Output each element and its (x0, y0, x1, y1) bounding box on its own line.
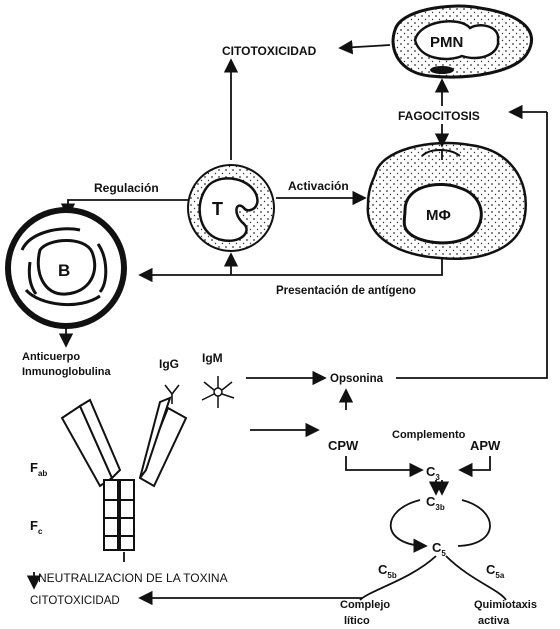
fab-label: Fab (30, 460, 47, 478)
pmn-granule-cluster (430, 66, 454, 74)
pmn-cell: PMN (393, 6, 531, 77)
regulacion-label: Regulación (94, 181, 159, 195)
igm-icon (202, 376, 234, 408)
t-cell-label: T (212, 199, 223, 219)
macrophage-label: MΦ (426, 207, 451, 224)
cpw-to-c3-arrow (346, 456, 422, 470)
c3b-to-c5-loop-right (458, 500, 490, 546)
c3b-to-c5-loop-left (391, 500, 426, 546)
presentacion-label: Presentación de antígeno (276, 285, 416, 297)
litico-label: lítico (344, 615, 370, 627)
c3-label: C3 (426, 464, 440, 482)
pmn-label: PMN (430, 34, 463, 51)
apw-to-c3-arrow (460, 456, 490, 470)
b-cell-label: B (58, 261, 70, 280)
c5-label: C5 (432, 540, 446, 558)
c3b-label: C3b (426, 494, 445, 512)
antibody-structure-icon (62, 398, 186, 550)
igm-label: IgM (202, 351, 223, 365)
t-cell: T (188, 165, 274, 251)
cpw-label: CPW (328, 438, 359, 453)
complejo-label: Complejo (340, 599, 390, 611)
activa-label: activa (478, 615, 510, 627)
b-cell: B (8, 210, 124, 326)
c5a-label: C5a (486, 562, 505, 580)
inmunoglobulina-label: Inmunoglobulina (22, 366, 111, 378)
quimiotaxis-label: Quimiotaxis (474, 599, 537, 611)
neutralizacion-label: NEUTRALIZACION DE LA TOXINA (38, 571, 228, 585)
fc-label: Fc (30, 518, 43, 536)
presentacion-to-b-arrow (140, 258, 442, 275)
citotoxicidad-bottom-label: CITOTOXICIDAD (30, 595, 120, 607)
c5b-label: C5b (378, 562, 397, 580)
macrophage-cell: MΦ (368, 143, 526, 259)
activacion-label: Activación (288, 179, 349, 193)
pmn-to-citotoxicidad-arrow (340, 45, 390, 48)
fagocitosis-label: FAGOCITOSIS (398, 109, 480, 123)
citotoxicidad-top-label: CITOTOXICIDAD (222, 44, 317, 58)
complemento-label: Complemento (392, 429, 466, 441)
anticuerpo-label: Anticuerpo (22, 351, 80, 363)
opsonina-label: Opsonina (330, 373, 384, 385)
igg-label: IgG (159, 357, 179, 371)
apw-label: APW (470, 438, 501, 453)
c5-to-complejo-line (360, 556, 436, 600)
